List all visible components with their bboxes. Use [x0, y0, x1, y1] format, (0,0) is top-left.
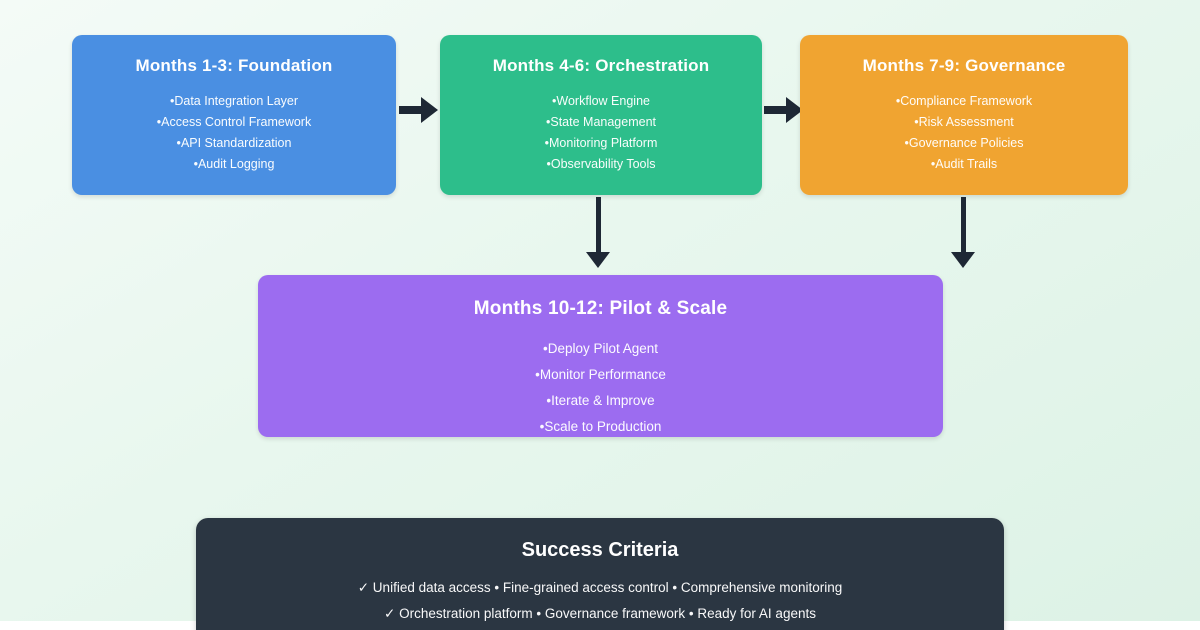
phase-item: Audit Trails: [800, 154, 1128, 175]
arrow-head: [421, 97, 438, 123]
success-criteria-line: ✓ Unified data access • Fine-grained acc…: [357, 580, 843, 595]
arrow-right-icon: [764, 97, 803, 123]
phase-title: Months 10-12: Pilot & Scale: [473, 298, 728, 319]
arrow-right-icon: [399, 97, 438, 123]
arrow-stem: [960, 197, 966, 252]
arrow-head: [586, 252, 610, 268]
phase-title: Months 4-6: Orchestration: [492, 56, 710, 75]
success-criteria-panel: Success Criteria ✓ Unified data access •…: [196, 518, 1004, 630]
phase-title: Months 7-9: Governance: [862, 56, 1066, 75]
phase-item: API Standardization: [72, 133, 396, 154]
arrow-head: [951, 252, 975, 268]
phase-item: Compliance Framework: [800, 91, 1128, 112]
phase-item: Monitor Performance: [258, 362, 943, 388]
phase-card-pilot-scale: Months 10-12: Pilot & Scale Deploy Pilot…: [258, 275, 943, 437]
phase-item: Data Integration Layer: [72, 91, 396, 112]
phase-item: Deploy Pilot Agent: [258, 336, 943, 362]
arrow-down-icon: [951, 197, 975, 268]
phase-card-foundation: Months 1-3: Foundation Data Integration …: [72, 35, 396, 195]
phase-item-list: Compliance Framework Risk Assessment Gov…: [800, 91, 1128, 175]
phase-item: Audit Logging: [72, 154, 396, 175]
arrow-stem: [399, 106, 421, 114]
phase-item: State Management: [440, 112, 762, 133]
phase-item-list: Deploy Pilot Agent Monitor Performance I…: [258, 336, 943, 440]
phase-title: Months 1-3: Foundation: [135, 56, 333, 75]
phase-card-governance: Months 7-9: Governance Compliance Framew…: [800, 35, 1128, 195]
phase-item: Scale to Production: [258, 414, 943, 440]
phase-item: Iterate & Improve: [258, 388, 943, 414]
success-criteria-title: Success Criteria: [521, 539, 679, 561]
phase-item-list: Workflow Engine State Management Monitor…: [440, 91, 762, 175]
success-criteria-lines: ✓ Unified data access • Fine-grained acc…: [196, 575, 1004, 627]
phase-item: Monitoring Platform: [440, 133, 762, 154]
arrow-down-icon: [586, 197, 610, 268]
phase-item: Access Control Framework: [72, 112, 396, 133]
arrow-head: [786, 97, 803, 123]
arrow-stem: [764, 106, 786, 114]
success-criteria-line: ✓ Orchestration platform • Governance fr…: [384, 606, 816, 621]
phase-item-list: Data Integration Layer Access Control Fr…: [72, 91, 396, 175]
phase-item: Risk Assessment: [800, 112, 1128, 133]
phase-item: Observability Tools: [440, 154, 762, 175]
phase-item: Governance Policies: [800, 133, 1128, 154]
phase-item: Workflow Engine: [440, 91, 762, 112]
phase-card-orchestration: Months 4-6: Orchestration Workflow Engin…: [440, 35, 762, 195]
arrow-stem: [595, 197, 601, 252]
